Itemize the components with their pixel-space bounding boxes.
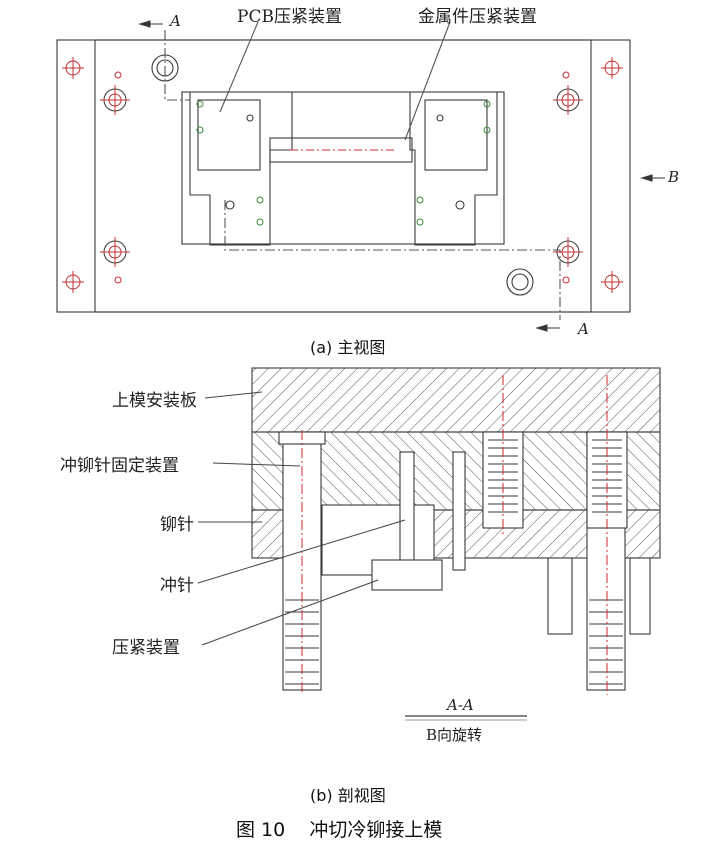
label-section-a-bottom: A xyxy=(578,320,589,338)
pcb-clamp-leader xyxy=(219,21,259,113)
bolt xyxy=(416,218,424,226)
punch-pin-leader xyxy=(197,519,406,584)
guide-hole-bottom-right-inner xyxy=(511,273,529,291)
bolt xyxy=(196,126,204,134)
rotation-note: B向旋转 xyxy=(426,726,483,744)
counterbore-screw xyxy=(553,237,583,267)
label-view-b: B xyxy=(668,168,680,186)
corner-screw xyxy=(601,271,623,293)
label-section-a-top: A xyxy=(170,12,181,30)
pcb-clamp-inner xyxy=(197,99,261,171)
bolt xyxy=(416,196,424,204)
label-upper-plate: 上模安装板 xyxy=(112,391,197,411)
bolt xyxy=(483,100,491,108)
pin-hole xyxy=(455,200,465,210)
bolt xyxy=(256,218,264,226)
section-leaders xyxy=(197,391,406,646)
section-line-a-path xyxy=(224,200,561,320)
guide-hole-top-left-inner xyxy=(156,59,174,77)
section-view-drawing xyxy=(251,367,661,721)
bolt xyxy=(256,196,264,204)
counterbore-screw xyxy=(553,85,583,115)
corner-screw xyxy=(601,57,623,79)
guide-hole-top-left xyxy=(151,54,179,82)
corner-screw xyxy=(62,57,84,79)
counterbore-screw xyxy=(100,85,130,115)
upper-plate-leader xyxy=(204,391,263,399)
center-die-area xyxy=(181,91,505,245)
section-centerlines xyxy=(301,375,608,695)
top-view-drawing xyxy=(56,20,665,332)
label-rivet-pin: 铆针 xyxy=(160,515,194,535)
small-screw xyxy=(114,71,570,284)
rivet-pin xyxy=(452,451,466,571)
right-support xyxy=(547,557,573,635)
caption-top-view: (a) 主视图 xyxy=(310,338,386,357)
pin-hole xyxy=(225,200,235,210)
inner-plate xyxy=(94,39,592,313)
right-column-grooves xyxy=(589,599,623,685)
label-metal-clamp: 金属件压紧装置 xyxy=(418,7,537,27)
metal-part-strip xyxy=(269,137,413,163)
label-punch-pin: 冲针 xyxy=(160,576,194,596)
punch-pin xyxy=(399,451,415,571)
counterbore-screw xyxy=(100,237,130,267)
right-support xyxy=(629,557,651,635)
fixture-leader xyxy=(212,462,301,467)
bolt xyxy=(196,100,204,108)
clamp-device-leader xyxy=(201,579,379,646)
label-pcb-clamp: PCB压紧装置 xyxy=(237,7,342,27)
clamp-device xyxy=(371,559,443,591)
bolt xyxy=(483,126,491,134)
clamp-bolts xyxy=(196,100,491,226)
figure-caption: 图 10 冲切冷铆接上模 xyxy=(236,819,443,841)
upper-mounting-plate xyxy=(251,367,661,433)
metal-clamp-block xyxy=(409,91,498,246)
view-arrow-b-head xyxy=(640,174,653,182)
pin-hole xyxy=(436,114,444,122)
label-clamp-device: 压紧装置 xyxy=(112,638,180,658)
caption-section-view: (b) 剖视图 xyxy=(310,786,386,805)
pcb-clamp-block xyxy=(189,91,293,246)
section-line-a-top xyxy=(164,30,190,101)
section-title: A-A xyxy=(447,696,474,714)
outer-plate xyxy=(56,39,631,313)
metal-clamp-leader xyxy=(404,21,451,141)
label-punch-rivet-fixture: 冲铆针固定装置 xyxy=(60,456,179,476)
top-view-screws xyxy=(62,57,623,293)
section-arrow-top-head xyxy=(138,20,151,28)
metal-clamp-inner xyxy=(424,99,488,171)
corner-screw xyxy=(62,271,84,293)
pin-hole xyxy=(246,114,254,122)
guide-hole-bottom-right xyxy=(506,268,534,296)
section-arrow-bottom-head xyxy=(535,324,548,332)
